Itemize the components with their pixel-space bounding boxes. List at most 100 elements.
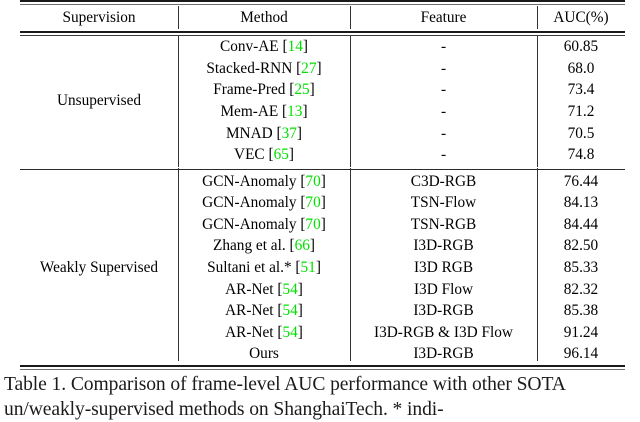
citation-reference[interactable]: 25 — [294, 81, 310, 99]
method-cell: VEC [65] — [234, 146, 294, 164]
auc-value-cell: 73.4 — [567, 81, 595, 99]
citation-reference[interactable]: 65 — [273, 146, 289, 164]
citation-reference[interactable]: 70 — [305, 215, 321, 233]
citation-reference[interactable]: 37 — [281, 124, 297, 142]
supervision-label: Unsupervised — [56, 92, 142, 110]
column-header-method: Method — [240, 8, 288, 26]
table-caption: Table 1. Comparison of frame-level AUC p… — [4, 372, 638, 422]
header-bottom-rule-row — [20, 30, 625, 36]
citation-reference[interactable]: 51 — [300, 259, 316, 277]
feature-cell: I3D-RGB — [413, 345, 474, 363]
method-cell: Conv-AE [14] — [220, 38, 308, 56]
table-row: Mem-AE [13]-71.2 — [20, 101, 625, 123]
feature-cell: I3D RGB — [413, 259, 474, 277]
auc-value-cell: 74.8 — [567, 146, 595, 164]
auc-value-cell: 82.50 — [563, 237, 599, 255]
citation-reference[interactable]: 54 — [282, 302, 298, 320]
performance-table-container: Supervision Method Feature AUC(%) Unsupe… — [20, 0, 625, 370]
citation-reference[interactable]: 70 — [305, 194, 321, 212]
column-header-supervision: Supervision — [62, 8, 136, 26]
feature-cell: - — [440, 146, 447, 164]
table-row: Unsupervised Conv-AE [14] - 60.85 — [20, 36, 625, 108]
column-divider-3-group-1 — [537, 35, 538, 167]
column-header-feature: Feature — [420, 8, 467, 26]
method-name: GCN-Anomaly — [202, 215, 297, 233]
citation-reference[interactable]: 66 — [294, 237, 310, 255]
method-name: Ours — [249, 345, 279, 363]
method-cell: AR-Net [54] — [225, 280, 303, 298]
caption-line-2: SOTA un/weakly-supervised methods on Sha… — [4, 374, 565, 421]
header-rule-inner — [20, 34, 625, 36]
feature-cell: - — [440, 81, 447, 99]
method-name: MNAD — [225, 124, 273, 142]
method-name: AR-Net — [225, 302, 274, 320]
method-name: Conv-AE — [220, 38, 279, 56]
method-name: Mem-AE — [220, 102, 279, 120]
method-cell: AR-Net [54] — [225, 302, 303, 320]
table-row: GCN-Anomaly [70] TSN-Flow 84.13 — [20, 192, 625, 214]
method-cell: Stacked-RNN [27] — [206, 59, 322, 77]
method-cell: GCN-Anomaly [70] — [202, 194, 326, 212]
table-row: Stacked-RNN [27]-68.0 — [20, 58, 625, 80]
feature-cell: TSN-RGB — [410, 215, 477, 233]
table-bottom-rule-outer — [20, 364, 625, 367]
group-divider-rule-row — [20, 166, 625, 171]
table-top-rule-outer — [20, 0, 625, 2]
citation-reference[interactable]: 70 — [305, 172, 321, 190]
method-name: Zhang et al. — [213, 237, 286, 255]
auc-value-cell: 84.13 — [563, 194, 599, 212]
citation-reference[interactable]: 54 — [282, 280, 298, 298]
auc-value-cell: 71.2 — [567, 102, 595, 120]
table-row: Weakly Supervised GCN-Anomaly [70] C3D-RGB… — [20, 171, 625, 276]
method-cell: GCN-Anomaly [70] — [202, 215, 326, 233]
column-divider-1-header — [178, 6, 179, 29]
method-cell: Ours — [178, 343, 350, 365]
citation-reference[interactable]: 13 — [287, 102, 303, 120]
citation-reference[interactable]: 14 — [287, 38, 303, 56]
table-row: MNAD [37]-70.5 — [20, 122, 625, 144]
column-divider-2-group-2 — [350, 168, 351, 361]
citation-reference[interactable]: 54 — [282, 323, 298, 341]
auc-value-cell: 85.33 — [563, 259, 599, 277]
feature-cell: C3D-RGB — [410, 172, 477, 190]
feature-cell: - — [440, 38, 447, 56]
table-bottom-rule-inner — [20, 368, 625, 370]
feature-cell: I3D-RGB & I3D Flow — [374, 323, 513, 341]
auc-value-cell: 60.85 — [563, 38, 599, 56]
column-divider-2-header — [350, 6, 351, 29]
citation-reference[interactable]: 27 — [301, 59, 317, 77]
column-divider-1-group-1 — [178, 35, 179, 167]
feature-cell: I3D-RGB — [413, 302, 474, 320]
column-divider-3-header — [537, 6, 538, 29]
column-divider-2-group-1 — [350, 35, 351, 167]
column-header-auc: AUC(%) — [553, 8, 609, 26]
auc-value-cell: 70.5 — [567, 124, 595, 142]
column-divider-3-group-2 — [537, 168, 538, 361]
group-rule — [20, 169, 625, 171]
auc-value-cell: 85.38 — [563, 302, 599, 320]
supervision-label: Weakly Supervised — [39, 259, 159, 277]
table-row: VEC [65] - 74.8 — [20, 144, 625, 166]
method-cell: Sultani et al.* [51] — [207, 259, 321, 277]
table-row: Sultani et al.* [51] I3D RGB 85.33 — [20, 257, 625, 279]
feature-cell: - — [440, 124, 447, 142]
caption-line-1: Table 1. Comparison of frame-level AUC p… — [4, 374, 512, 395]
table-row: Zhang et al. [66] I3D-RGB 82.50 — [20, 235, 625, 257]
method-name: Stacked-RNN — [206, 59, 293, 77]
method-name: Sultani et al.* — [207, 259, 292, 277]
table-row: AR-Net [54] I3D-RGB 85.38 — [20, 300, 625, 322]
auc-value-cell: 76.44 — [563, 172, 599, 190]
method-cell: Zhang et al. [66] — [213, 237, 315, 255]
method-cell: Frame-Pred [25] — [213, 81, 315, 99]
column-divider-1-group-2 — [178, 168, 179, 361]
method-name: Frame-Pred — [213, 81, 286, 99]
feature-cell: TSN-Flow — [410, 194, 477, 212]
method-name: AR-Net — [225, 280, 274, 298]
feature-cell: - — [440, 59, 447, 77]
feature-cell: I3D-RGB — [413, 237, 474, 255]
method-name: AR-Net — [225, 323, 274, 341]
